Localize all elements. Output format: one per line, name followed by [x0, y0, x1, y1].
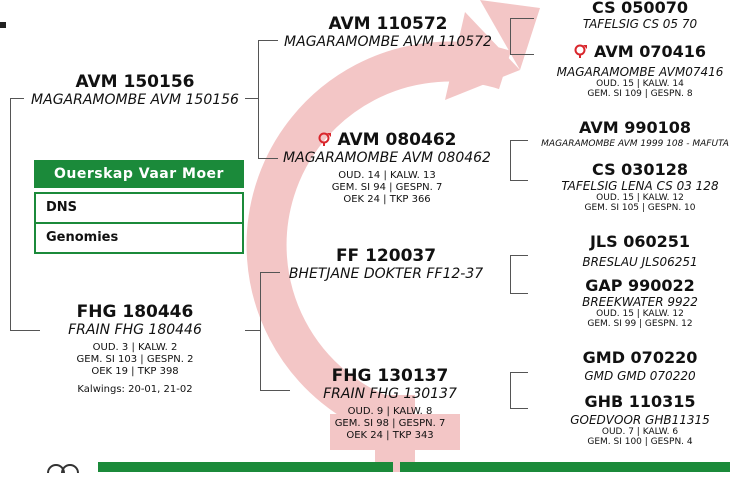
animal-stats-line2: GEM. SI 103 | GESPN. 2: [25, 354, 245, 366]
g4-stats-line2: GEM. SI 105 | GESPN. 10: [525, 203, 755, 213]
sd-id: AVM 080462: [338, 130, 457, 150]
bottom-bar-right: [400, 462, 730, 472]
connector-line: [510, 18, 511, 54]
corner-marker: [0, 22, 6, 28]
dam-sire-card[interactable]: FF 120037 BHETJANE DOKTER FF12-37: [266, 246, 506, 282]
g8-id: GHB 110315: [525, 392, 755, 411]
g2-stats-line1: OUD. 15 | KALW. 14: [525, 79, 755, 89]
gg-card-5[interactable]: JLS 060251 BRESLAU JLS06251: [525, 232, 755, 269]
connector-line: [260, 390, 290, 391]
sire-card[interactable]: AVM 150156 MAGARAMOMBE AVM 150156: [20, 72, 250, 108]
animal-id: FHG 180446: [25, 302, 245, 322]
connector-line: [510, 372, 511, 408]
female-badge-icon: [318, 132, 332, 146]
g3-name: MAGARAMOMBE AVM 1999 108 - MAFUTA: [515, 139, 755, 149]
menu-item-dns[interactable]: DNS: [34, 192, 244, 224]
sd-stats-line3: OEK 24 | TKP 366: [262, 194, 512, 206]
g1-id: CS 050070: [525, 0, 755, 17]
ds-name: BHETJANE DOKTER FF12-37: [266, 266, 506, 282]
dd-stats-line3: OEK 24 | TKP 343: [290, 430, 490, 442]
g6-stats-line2: GEM. SI 99 | GESPN. 12: [525, 319, 755, 329]
animal-stats-line1: OUD. 3 | KALW. 2: [25, 342, 245, 354]
g5-id: JLS 060251: [525, 232, 755, 251]
animal-card[interactable]: FHG 180446 FRAIN FHG 180446 OUD. 3 | KAL…: [25, 302, 245, 396]
g7-name: GMD GMD 070220: [525, 369, 755, 383]
connector-line: [245, 330, 260, 331]
g6-stats-line1: OUD. 15 | KALW. 12: [525, 309, 755, 319]
g6-name: BREEKWATER 9922: [525, 295, 755, 309]
gg-card-7[interactable]: GMD 070220 GMD GMD 070220: [525, 348, 755, 383]
sire-dam-card[interactable]: AVM 080462 MAGARAMOMBE AVM 080462 OUD. 1…: [262, 130, 512, 206]
g4-stats-line1: OUD. 15 | KALW. 12: [525, 193, 755, 203]
g3-id: AVM 990108: [515, 118, 755, 137]
g2-id: AVM 070416: [594, 42, 706, 61]
gg-card-4[interactable]: CS 030128 TAFELSIG LENA CS 03 128 OUD. 1…: [525, 160, 755, 213]
g7-id: GMD 070220: [525, 348, 755, 367]
sd-name: MAGARAMOMBE AVM 080462: [262, 150, 512, 166]
parentage-tab[interactable]: Ouerskap Vaar Moer: [34, 160, 244, 188]
connector-line: [258, 40, 259, 158]
bottom-bar-left: [98, 462, 393, 472]
gg-card-1[interactable]: CS 050070 TAFELSIG CS 05 70: [525, 0, 755, 31]
dd-stats-line2: GEM. SI 98 | GESPN. 7: [290, 418, 490, 430]
connector-line: [10, 98, 11, 330]
g5-name: BRESLAU JLS06251: [525, 255, 755, 269]
sd-id-row: AVM 080462: [262, 130, 512, 150]
g2-name: MAGARAMOMBE AVM07416: [525, 65, 755, 79]
ss-name: MAGARAMOMBE AVM 110572: [268, 34, 508, 50]
g4-name: TAFELSIG LENA CS 03 128: [525, 179, 755, 193]
g2-id-row: AVM 070416: [525, 42, 755, 61]
dam-dam-card[interactable]: FHG 130137 FRAIN FHG 130137 OUD. 9 | KAL…: [290, 366, 490, 442]
g1-name: TAFELSIG CS 05 70: [525, 17, 755, 31]
sd-stats-line1: OUD. 14 | KALW. 13: [262, 170, 512, 182]
calvings-text: Kalwings: 20-01, 21-02: [25, 384, 245, 396]
g6-id: GAP 990022: [525, 276, 755, 295]
connector-line: [260, 272, 261, 390]
sire-name: MAGARAMOMBE AVM 150156: [20, 92, 250, 108]
g8-stats-line2: GEM. SI 100 | GESPN. 4: [525, 437, 755, 447]
connector-line: [510, 255, 511, 293]
gg-card-3[interactable]: AVM 990108 MAGARAMOMBE AVM 1999 108 - MA…: [515, 118, 755, 149]
parentage-menu: Ouerskap Vaar Moer DNS Genomies: [34, 160, 244, 254]
menu-item-genomies[interactable]: Genomies: [34, 224, 244, 254]
gg-card-2[interactable]: AVM 070416 MAGARAMOMBE AVM07416 OUD. 15 …: [525, 42, 755, 99]
sire-id: AVM 150156: [20, 72, 250, 92]
g8-stats-line1: OUD. 7 | KALW. 6: [525, 427, 755, 437]
dd-name: FRAIN FHG 130137: [290, 386, 490, 402]
gg-card-6[interactable]: GAP 990022 BREEKWATER 9922 OUD. 15 | KAL…: [525, 276, 755, 329]
sd-stats-line2: GEM. SI 94 | GESPN. 7: [262, 182, 512, 194]
g2-stats-line2: GEM. SI 109 | GESPN. 8: [525, 89, 755, 99]
animal-stats-line3: OEK 19 | TKP 398: [25, 366, 245, 378]
animal-name: FRAIN FHG 180446: [25, 322, 245, 338]
ds-id: FF 120037: [266, 246, 506, 266]
g4-id: CS 030128: [525, 160, 755, 179]
bottom-logo: [30, 458, 80, 472]
dd-id: FHG 130137: [290, 366, 490, 386]
g8-name: GOEDVOOR GHB11315: [525, 413, 755, 427]
ss-id: AVM 110572: [268, 14, 508, 34]
sire-sire-card[interactable]: AVM 110572 MAGARAMOMBE AVM 110572: [268, 14, 508, 50]
gg-card-8[interactable]: GHB 110315 GOEDVOOR GHB11315 OUD. 7 | KA…: [525, 392, 755, 447]
dd-stats-line1: OUD. 9 | KALW. 8: [290, 406, 490, 418]
female-badge-icon: [574, 44, 588, 58]
